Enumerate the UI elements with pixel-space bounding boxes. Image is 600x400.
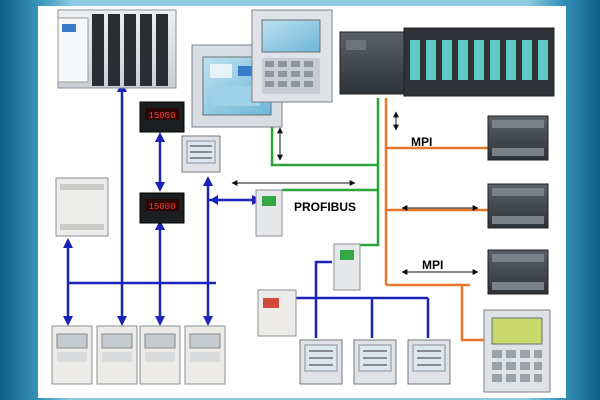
vfd-1	[51, 325, 93, 385]
mpi-label-top: MPI	[411, 135, 432, 149]
vfd-3	[139, 325, 181, 385]
digital-meter-mid: 15000	[139, 192, 185, 224]
vfd-left	[257, 289, 297, 337]
profibus-gateway-1	[255, 189, 283, 237]
profibus-lines	[270, 98, 380, 247]
mini-plc-left	[55, 177, 109, 237]
power-meter-1	[299, 339, 343, 385]
digital-meter-top: 15000	[139, 101, 185, 133]
profibus-gateway-2	[333, 243, 361, 291]
vfd-4	[184, 325, 226, 385]
rs485-lines	[66, 85, 430, 338]
profibus-label: PROFIBUS	[294, 200, 356, 214]
hmi-panel-right	[251, 9, 333, 103]
remote-io-1	[487, 115, 549, 161]
meter-readout-mid: 15000	[148, 202, 175, 212]
plc-rack-top-left	[57, 9, 177, 89]
mpi-lines	[384, 98, 492, 342]
text-display-op	[483, 309, 551, 393]
remote-io-3	[487, 249, 549, 295]
vfd-2	[96, 325, 138, 385]
remote-io-2	[487, 183, 549, 229]
data-flow-arrows	[231, 111, 479, 275]
s7-300-rack	[339, 27, 555, 97]
meter-readout-top: 15000	[148, 111, 175, 121]
mpi-label-bottom: MPI	[422, 258, 443, 272]
power-meter-2	[353, 339, 397, 385]
power-meter-top	[181, 135, 221, 173]
power-meter-3	[407, 339, 451, 385]
